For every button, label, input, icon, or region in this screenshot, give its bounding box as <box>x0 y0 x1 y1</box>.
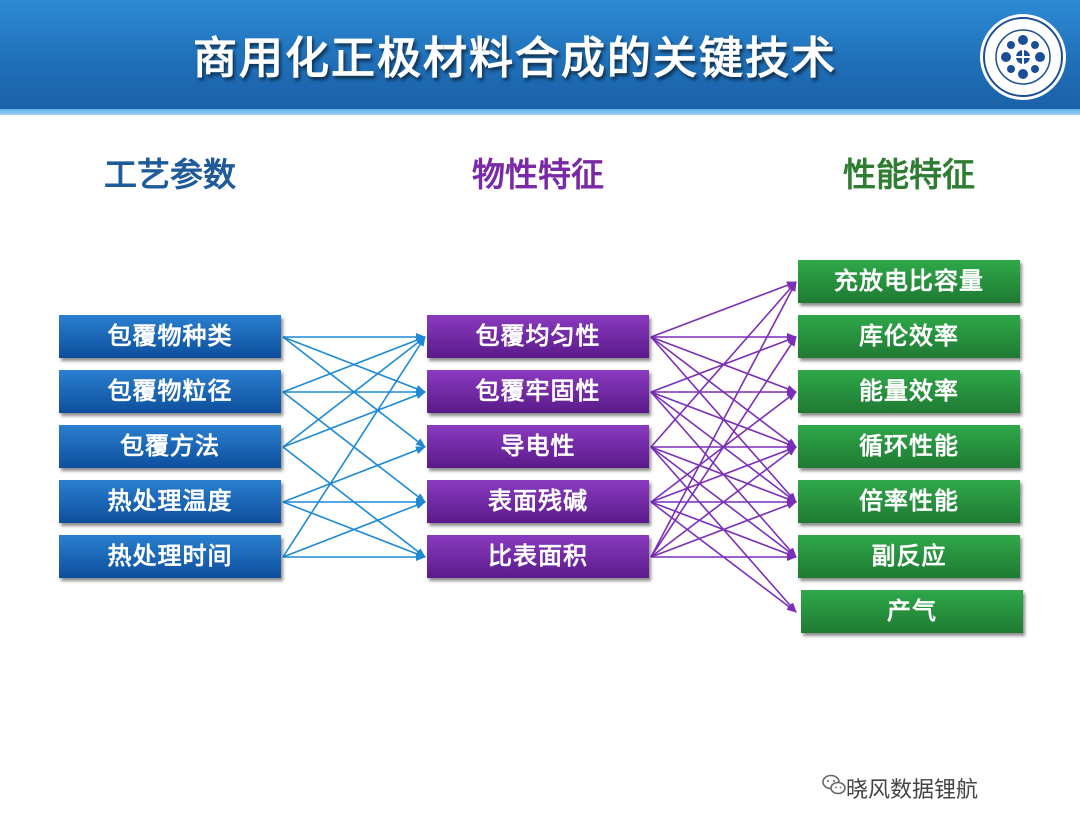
wechat-icon <box>822 774 846 795</box>
link-physical-3-to-perf-3 <box>650 446 797 503</box>
link-physical-4-to-perf-0 <box>650 281 797 558</box>
link-physical-2-to-perf-0 <box>650 281 797 448</box>
link-process-2-to-physical-1 <box>282 391 426 448</box>
perf-coulombic-efficiency: 库伦效率 <box>798 315 1020 358</box>
link-process-1-to-physical-0 <box>282 336 426 393</box>
physical-coating-adhesion: 包覆牢固性 <box>427 370 649 413</box>
heading-physical-properties: 物性特征 <box>472 155 604 194</box>
perf-rate-performance: 倍率性能 <box>798 480 1020 523</box>
perf-gas-generation: 产气 <box>801 590 1023 633</box>
perf-charge-discharge-capacity: 充放电比容量 <box>798 260 1020 303</box>
physical-specific-surface-area: 比表面积 <box>427 535 649 578</box>
link-process-2-to-physical-0 <box>282 336 426 448</box>
heading-process-parameters: 工艺参数 <box>104 155 236 194</box>
process-to-physical-links <box>282 333 426 561</box>
process-coating-method: 包覆方法 <box>59 425 281 468</box>
perf-side-reaction: 副反应 <box>798 535 1020 578</box>
link-physical-4-to-perf-4 <box>650 501 797 558</box>
link-process-4-to-physical-0 <box>282 336 426 558</box>
physical-to-performance-links <box>650 281 797 613</box>
watermark-text: 晓风数据锂航 <box>846 778 979 803</box>
heading-performance: 性能特征 <box>843 155 975 194</box>
process-coating-type: 包覆物种类 <box>59 315 281 358</box>
perf-energy-efficiency: 能量效率 <box>798 370 1020 413</box>
physical-conductivity: 导电性 <box>427 425 649 468</box>
cas-logo-icon <box>980 14 1066 100</box>
process-heat-treatment-temperature: 热处理温度 <box>59 480 281 523</box>
process-heat-treatment-time: 热处理时间 <box>59 535 281 578</box>
perf-cycle-performance: 循环性能 <box>798 425 1020 468</box>
process-coating-particle-size: 包覆物粒径 <box>59 370 281 413</box>
physical-coating-uniformity: 包覆均匀性 <box>427 315 649 358</box>
link-physical-4-to-perf-1 <box>650 336 797 558</box>
slide-title: 商用化正极材料合成的关键技术 <box>193 33 837 84</box>
link-physical-0-to-perf-0 <box>650 281 797 338</box>
link-process-4-to-physical-3 <box>282 501 426 558</box>
physical-surface-residual-alkali: 表面残碱 <box>427 480 649 523</box>
link-physical-4-to-perf-3 <box>650 446 797 558</box>
link-process-3-to-physical-2 <box>282 446 426 503</box>
title-bar: 商用化正极材料合成的关键技术 <box>0 0 1080 115</box>
